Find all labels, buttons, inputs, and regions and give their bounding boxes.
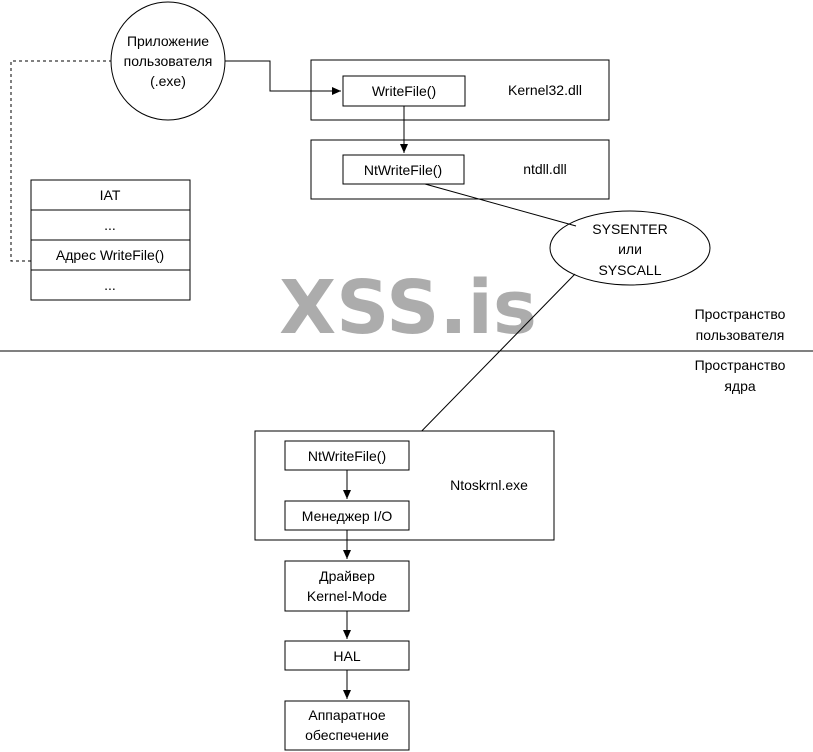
iat-row-1: ... bbox=[104, 217, 116, 233]
ntoskrnl-label: Ntoskrnl.exe bbox=[450, 477, 528, 493]
watermark: XSS.is bbox=[279, 265, 537, 351]
driver-line1: Драйвер bbox=[319, 568, 375, 584]
syscall-line3: SYSCALL bbox=[598, 262, 661, 278]
ntdll-label: ntdll.dll bbox=[523, 161, 567, 177]
ntdll-ntwritefile-label: NtWriteFile() bbox=[364, 162, 442, 178]
driver-box bbox=[284, 560, 410, 612]
iat-header: IAT bbox=[100, 187, 121, 203]
syscall-ellipse bbox=[549, 210, 711, 286]
user-space-line1: Пространство bbox=[695, 306, 786, 322]
app-label-line2: пользователя bbox=[124, 53, 213, 69]
line-ntdll-to-syscall bbox=[424, 183, 577, 227]
iat-table bbox=[30, 179, 191, 301]
arrow-app-to-writefile bbox=[225, 60, 341, 95]
iat-row-writefile: Адрес WriteFile() bbox=[56, 247, 164, 263]
io-manager-box bbox=[284, 500, 410, 531]
hal-box bbox=[284, 640, 410, 671]
kernel-space-line2: ядра bbox=[724, 378, 756, 394]
kernel32-writefile-box bbox=[342, 75, 466, 107]
dashed-iat-link bbox=[10, 60, 111, 262]
arrow-syscall-to-kernel bbox=[410, 273, 576, 443]
syscall-line2: или bbox=[618, 241, 642, 257]
io-manager-label: Менеджер I/O bbox=[302, 508, 393, 524]
kernel-space-line1: Пространство bbox=[695, 357, 786, 373]
syscall-line1: SYSENTER bbox=[592, 221, 667, 237]
hal-label: HAL bbox=[333, 648, 360, 664]
kernel32-writefile-label: WriteFile() bbox=[372, 83, 436, 99]
driver-line2: Kernel-Mode bbox=[307, 588, 387, 604]
app-label-line3: (.exe) bbox=[150, 73, 186, 89]
user-space-line2: пользователя bbox=[696, 327, 785, 343]
hardware-line1: Аппаратное bbox=[308, 707, 385, 723]
hardware-line2: обеспечение bbox=[305, 727, 389, 743]
kernel32-label: Kernel32.dll bbox=[508, 82, 582, 98]
ntoskrnl-ntwritefile-label: NtWriteFile() bbox=[308, 448, 386, 464]
iat-row-3: ... bbox=[104, 277, 116, 293]
app-label-line1: Приложение bbox=[127, 33, 209, 49]
ntdll-ntwritefile-box bbox=[342, 154, 465, 185]
hardware-box bbox=[284, 700, 410, 751]
